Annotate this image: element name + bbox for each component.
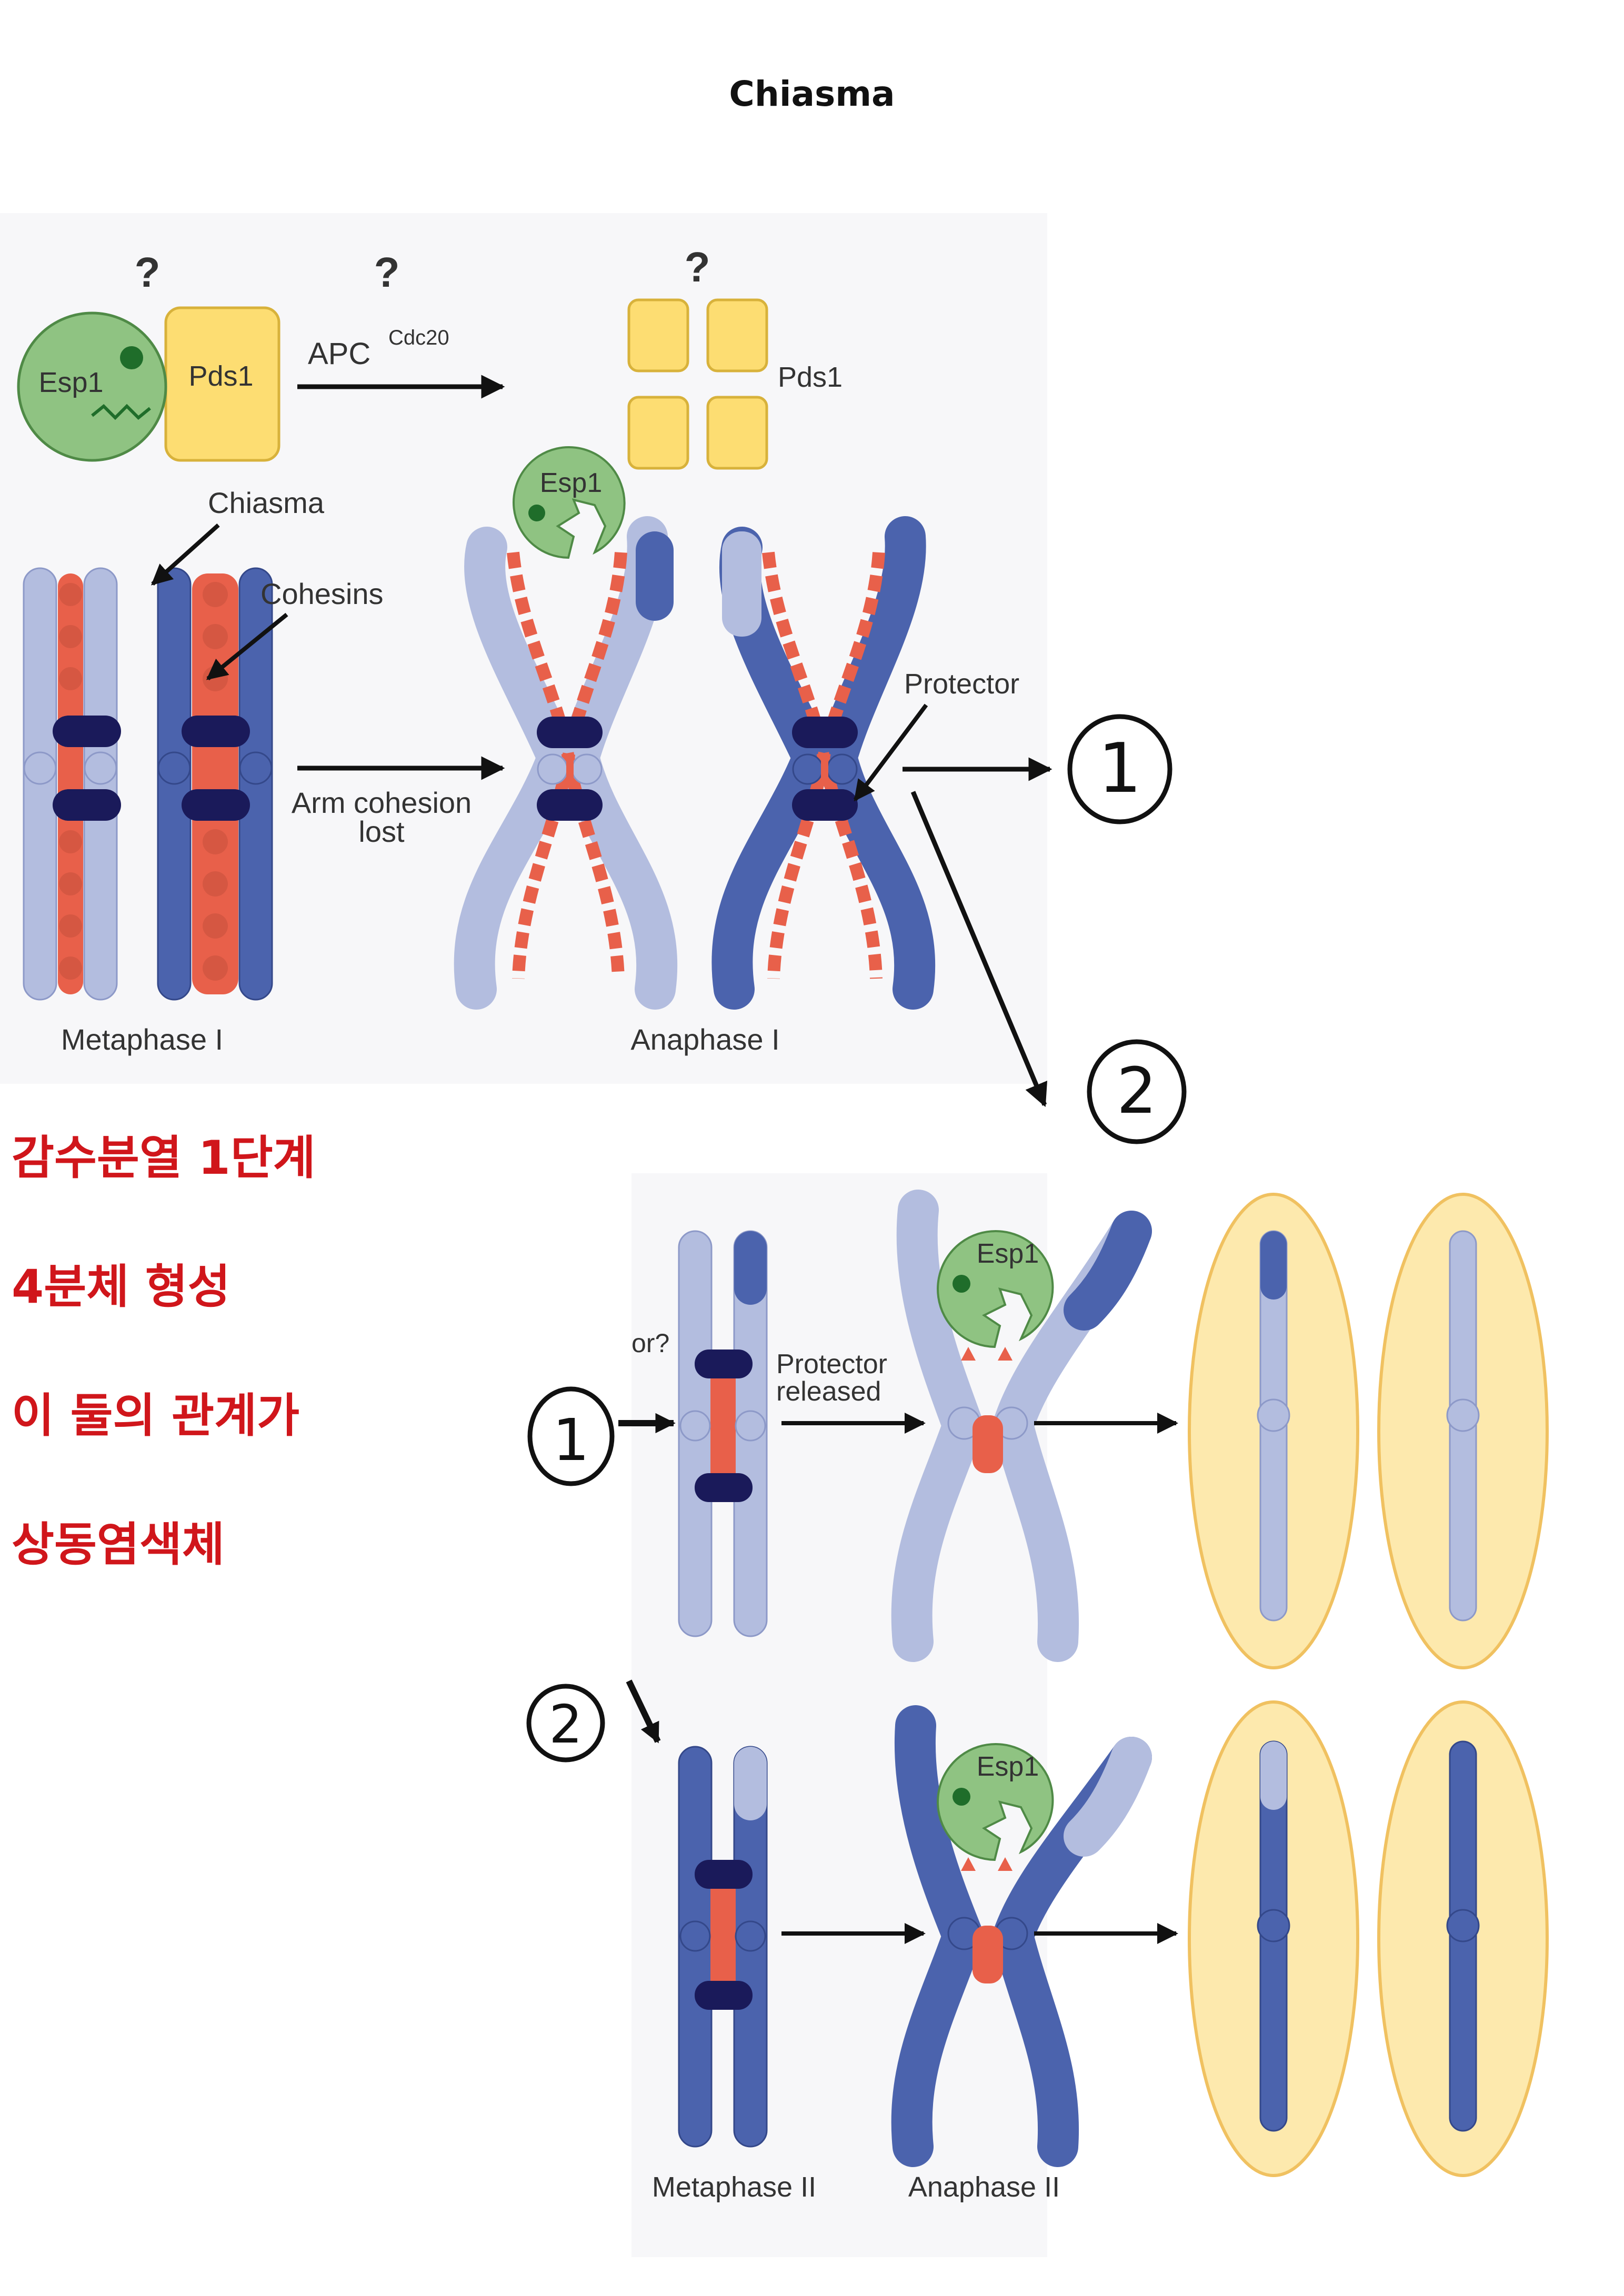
pds1-fragment-label: Pds1 bbox=[778, 361, 843, 393]
esp1-label: Esp1 bbox=[38, 367, 103, 398]
cohesins-pointer bbox=[206, 612, 288, 681]
anaphase2-label: Anaphase II bbox=[908, 2171, 1060, 2203]
metaphase1-bivalent bbox=[23, 567, 273, 1001]
note-meiosis-stage1: 감수분열 1단계 bbox=[12, 1131, 316, 1185]
esp1-enzyme-row2: Esp1 bbox=[937, 1743, 1054, 1861]
daughter-cells-row1 bbox=[1188, 1193, 1549, 1669]
anaphase1-chromosome-light bbox=[454, 516, 678, 1010]
esp1-row1-label: Esp1 bbox=[977, 1238, 1039, 1269]
note-tetrad-formation: 4분체 형성 bbox=[12, 1260, 230, 1314]
handwritten-circle-2 bbox=[1087, 1039, 1187, 1144]
arrow-to-option2 bbox=[910, 791, 1048, 1107]
handwritten-number-2: 2 bbox=[1117, 1055, 1157, 1128]
protector-pointer bbox=[853, 703, 928, 802]
page-title: Chiasma bbox=[729, 74, 895, 114]
esp1-enzyme-row1: Esp1 bbox=[937, 1230, 1054, 1348]
released-label: released bbox=[776, 1376, 881, 1407]
esp1-top-label: Esp1 bbox=[540, 468, 603, 498]
anaphase2-chromosome-dark bbox=[891, 1705, 1152, 2167]
esp1-pds1-complex: Esp1 Pds1 bbox=[17, 306, 280, 462]
esp1-enzyme-top: Esp1 bbox=[513, 446, 626, 559]
handwritten-arrow-2 bbox=[626, 1679, 661, 1744]
anaphase2-chromosome-light bbox=[891, 1190, 1152, 1662]
metaphase2-chromosome-light bbox=[678, 1230, 768, 1637]
note-homologous-chromosomes: 상동염색체 bbox=[12, 1517, 225, 1572]
question-mark-1: ? bbox=[135, 249, 161, 296]
handwritten-number-1b: 1 bbox=[553, 1406, 589, 1474]
pds1-fragments bbox=[627, 298, 768, 470]
chiasma-pointer bbox=[151, 523, 220, 586]
metaphase1-label: Metaphase I bbox=[61, 1023, 223, 1056]
esp1-row2-label: Esp1 bbox=[977, 1751, 1039, 1782]
cohesins-label: Cohesins bbox=[260, 577, 383, 610]
anaphase1-label: Anaphase I bbox=[630, 1023, 779, 1056]
handwritten-number-2b: 2 bbox=[549, 1694, 583, 1755]
handwritten-number-1: 1 bbox=[1098, 728, 1142, 808]
arm-cohesion-lost-label: lost bbox=[358, 815, 405, 848]
handwritten-circle-1 bbox=[1067, 714, 1172, 824]
anaphase1-chromosome-dark bbox=[711, 516, 936, 1010]
arm-cohesion-label: Arm cohesion bbox=[292, 786, 472, 819]
chiasma-label: Chiasma bbox=[208, 486, 325, 519]
apc-superscript: Cdc20 bbox=[388, 326, 449, 349]
or-fragment-label: or? bbox=[631, 1328, 669, 1358]
metaphase2-chromosome-dark bbox=[678, 1746, 768, 2148]
pds1-label: Pds1 bbox=[188, 360, 253, 392]
handwritten-circle-1b bbox=[527, 1386, 615, 1486]
daughter-cells-row2 bbox=[1188, 1700, 1549, 2177]
metaphase2-label: Metaphase II bbox=[652, 2171, 816, 2203]
protector-label: Protector bbox=[904, 668, 1019, 700]
apc-label: APC bbox=[308, 337, 370, 371]
protector-released-label-1: Protector bbox=[776, 1349, 887, 1379]
note-relationship: 이 둘의 관계가 bbox=[12, 1388, 300, 1443]
handwritten-circle-2b bbox=[526, 1684, 605, 1763]
question-mark-3: ? bbox=[685, 244, 710, 290]
question-mark-2: ? bbox=[374, 249, 400, 296]
